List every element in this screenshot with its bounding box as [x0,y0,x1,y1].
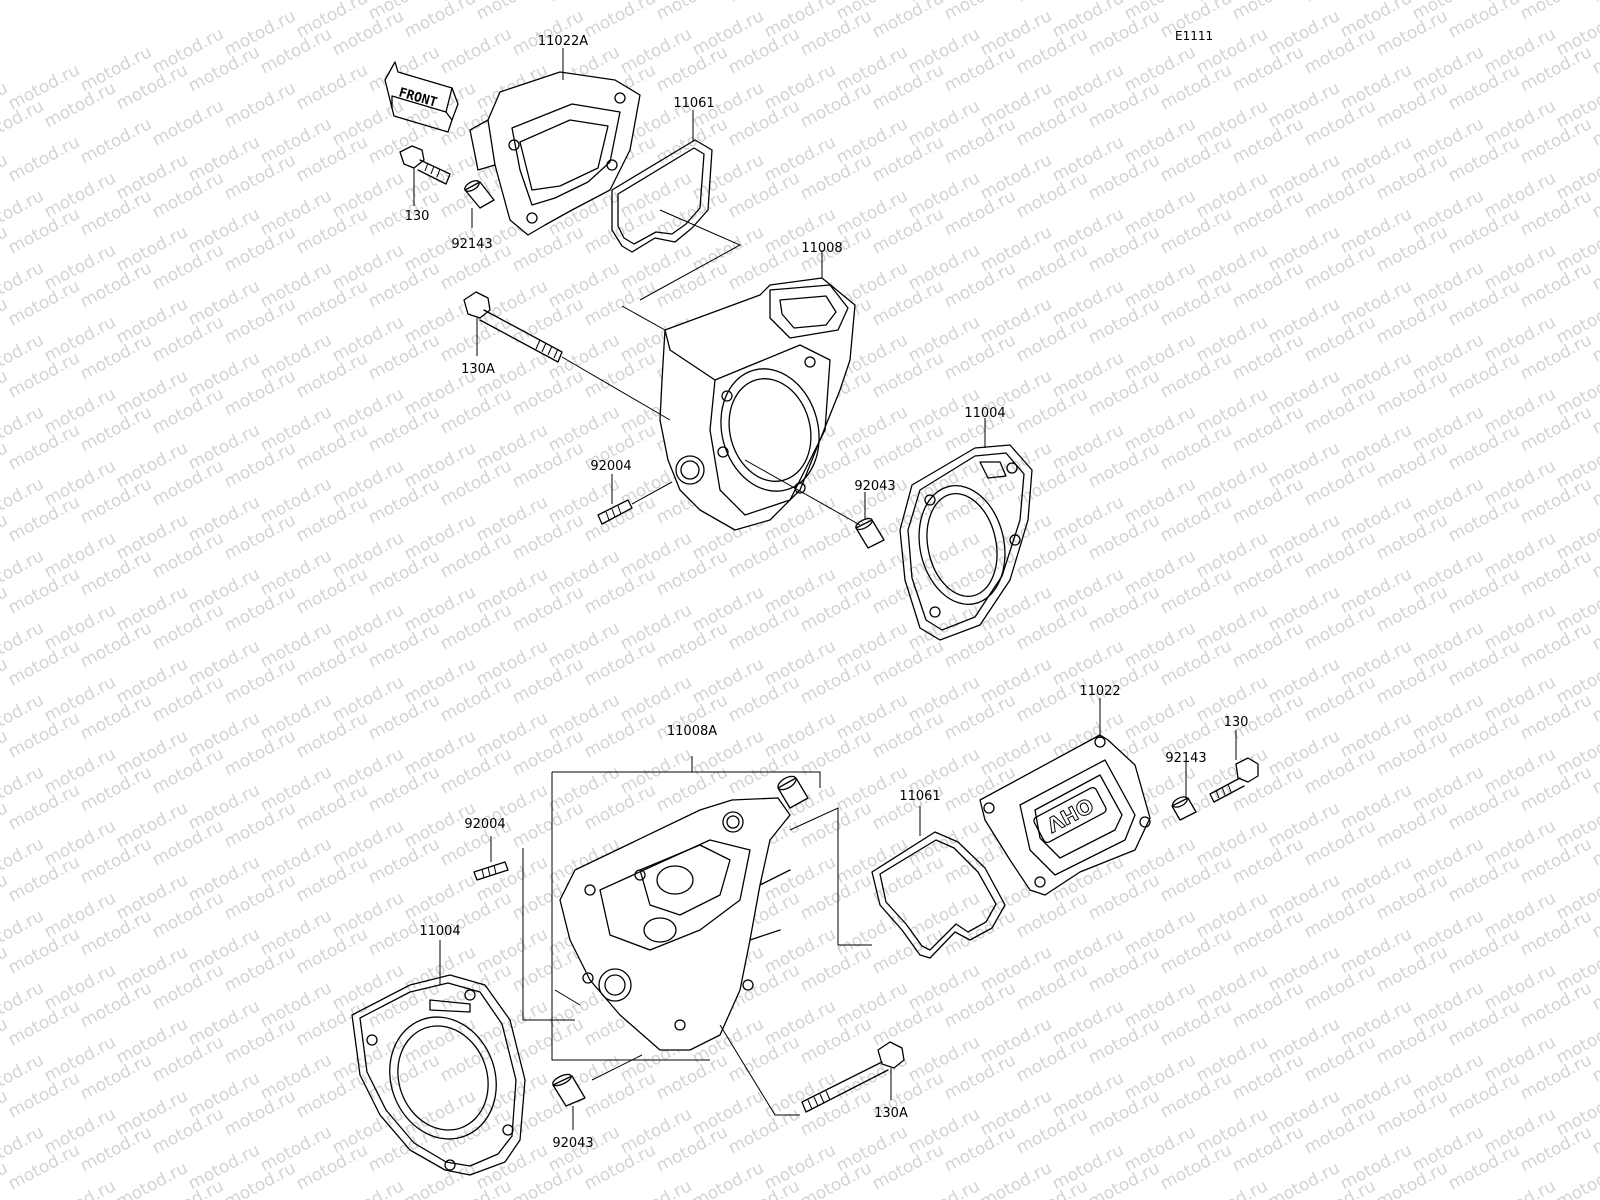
watermark-text: motod.ru [1193,1176,1271,1200]
watermark-text: motod.ru [977,1158,1055,1200]
watermark-text: motod.ru [1553,1158,1600,1200]
watermark-text: motod.ru [545,0,623,6]
watermark-text: motod.ru [1589,0,1600,6]
callout-11061-bottom: 11061 [899,789,940,804]
watermark-text: motod.ru [1013,0,1091,6]
watermark-text: motod.ru [1445,0,1523,42]
callout-130a-bottom: 130A [874,1106,908,1121]
callout-92043-top: 92043 [854,479,895,494]
callout-92004-bottom: 92004 [464,817,505,832]
watermark-text: motod.ru [293,60,371,114]
callout-92004-top: 92004 [590,459,631,474]
watermark-text: motod.ru [437,24,515,78]
watermark-text: motod.ru [869,0,947,42]
watermark-text: motod.ru [617,1176,695,1200]
callout-92143-bottom: 92143 [1165,751,1206,766]
watermark-text: motod.ru [905,1176,983,1200]
watermark-text: motod.ru [941,0,1019,24]
watermark-text: motod.ru [473,0,551,24]
callout-130-top: 130 [405,209,430,224]
callout-92143-top: 92143 [451,237,492,252]
watermark-text: motod.ru [221,78,299,132]
watermark-text: motod.ru [0,96,47,150]
watermark-text: motod.ru [725,0,803,6]
diagram-reference-code: E1111 [1175,29,1213,43]
watermark-text: motod.ru [1301,0,1379,6]
callout-11008a: 11008A [667,724,717,739]
watermark-text: motod.ru [113,1158,191,1200]
watermark-text: motod.ru [41,1176,119,1200]
watermark-text: motod.ru [653,0,731,24]
callout-130-bottom: 130 [1224,715,1249,730]
watermark-text: motod.ru [1481,1176,1559,1200]
watermark-text: motod.ru [77,114,155,168]
callout-92043-bottom: 92043 [552,1136,593,1151]
callout-11022: 11022 [1079,684,1120,699]
watermark-text: motod.ru [1517,0,1595,24]
watermark-text: motod.ru [5,132,83,186]
cylinder-head-11008[interactable] [659,277,856,531]
watermark-text: motod.ru [401,1158,479,1200]
watermark-text: motod.ru [149,96,227,150]
callout-11004-top: 11004 [964,406,1005,421]
callout-11061-top: 11061 [673,96,714,111]
callout-130a-top: 130A [461,362,495,377]
watermark-text: motod.ru [581,0,659,42]
watermark-text: motod.ru [1229,0,1307,24]
watermark-text: motod.ru [329,1176,407,1200]
watermark-text: motod.ru [689,1158,767,1200]
watermark-text: motod.ru [1265,1158,1343,1200]
watermark-text: motod.ru [401,0,479,42]
callout-11022a: 11022A [538,34,588,49]
callout-11008: 11008 [801,241,842,256]
callout-11004-bottom: 11004 [419,924,460,939]
